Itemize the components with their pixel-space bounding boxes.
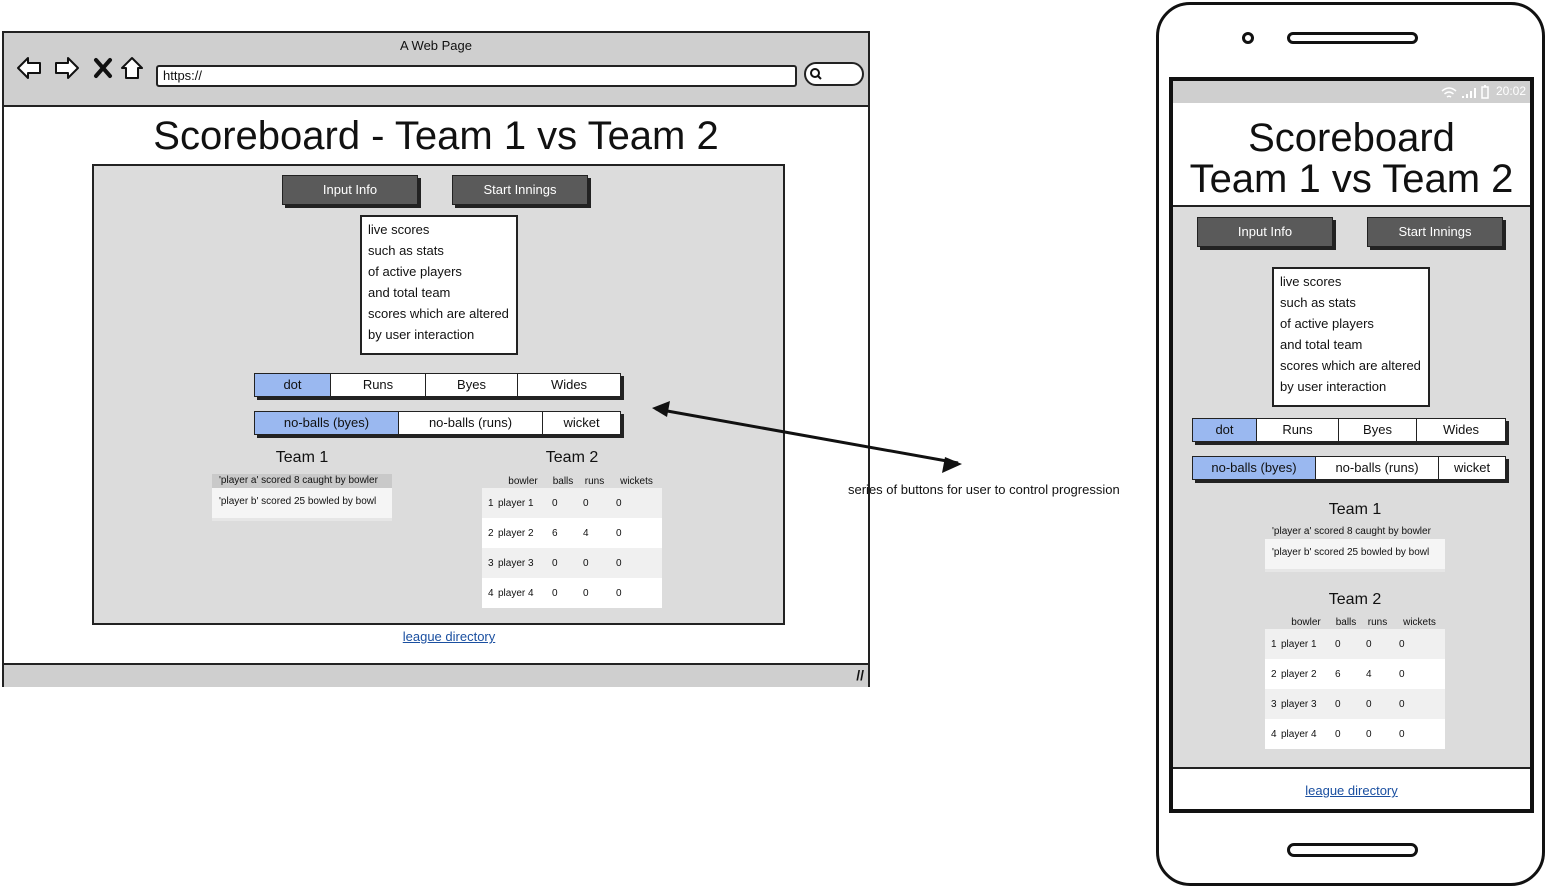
mobile-scoreboard-panel: Input Info Start Innings live scores suc…	[1173, 205, 1530, 769]
dot-button[interactable]: dot	[1193, 419, 1257, 441]
note-line: live scores	[368, 222, 430, 237]
search-button[interactable]	[804, 62, 864, 86]
team1-heading: Team 1	[275, 449, 329, 466]
mobile-ball-outcome-row-2: no-balls (byes) no-balls (runs) wicket	[1192, 456, 1506, 480]
scoreboard-panel: Input Info Start Innings live scores suc…	[92, 164, 785, 625]
mobile-team2-bowling-table: bowler balls runs wickets 1 player 1 0 0…	[1265, 615, 1445, 749]
ball-outcome-row-1: dot Runs Byes Wides	[254, 373, 621, 397]
table-row: 3 player 3 0 0 0	[1265, 689, 1445, 719]
note-line: and total team	[1280, 337, 1363, 352]
list-item: 'player a' scored 8 caught by bowler	[212, 474, 392, 488]
search-icon	[810, 68, 822, 80]
mobile-team1-batting-list: 'player a' scored 8 caught by bowler 'pl…	[1265, 525, 1445, 572]
table-row: 1 player 1 0 0 0	[482, 488, 662, 518]
mobile-page-title-line2: Team 1 vs Team 2	[1189, 157, 1514, 201]
note-line: live scores	[1280, 274, 1342, 289]
mobile-input-info-button[interactable]: Input Info	[1197, 217, 1333, 247]
no-balls-byes-button[interactable]: no-balls (byes)	[255, 412, 399, 434]
note-line: such as stats	[1280, 295, 1356, 310]
runs-button[interactable]: Runs	[1257, 419, 1339, 441]
mobile-ball-outcome-row-1: dot Runs Byes Wides	[1192, 418, 1506, 442]
note-line: of active players	[1280, 316, 1374, 331]
home-button[interactable]	[1287, 843, 1418, 857]
mobile-live-scores-notes: live scores such as stats of active play…	[1272, 267, 1430, 407]
back-arrow-icon[interactable]	[16, 55, 42, 81]
no-balls-runs-button[interactable]: no-balls (runs)	[1316, 457, 1439, 479]
no-balls-byes-button[interactable]: no-balls (byes)	[1193, 457, 1316, 479]
table-row: 4 player 4 0 0 0	[1265, 719, 1445, 749]
list-item: 'player b' scored 25 bowled by bowl	[1265, 539, 1445, 572]
signal-icon	[1462, 88, 1476, 98]
phone-screen: 20:02 Scoreboard Team 1 vs Team 2 Input …	[1169, 77, 1534, 813]
mobile-team2-heading: Team 2	[1328, 591, 1382, 608]
mobile-page-title-line1: Scoreboard	[1248, 116, 1455, 160]
league-directory-link[interactable]: league directory	[402, 629, 496, 644]
note-line: by user interaction	[1280, 379, 1387, 394]
byes-button[interactable]: Byes	[1339, 419, 1417, 441]
runs-button[interactable]: Runs	[331, 374, 426, 396]
note-line: scores which are altered	[368, 306, 509, 321]
forward-arrow-icon[interactable]	[54, 55, 80, 81]
note-line: scores which are altered	[1280, 358, 1421, 373]
start-innings-button[interactable]: Start Innings	[452, 175, 588, 205]
dot-button[interactable]: dot	[255, 374, 331, 396]
wicket-button[interactable]: wicket	[1453, 460, 1491, 475]
list-item: 'player a' scored 8 caught by bowler	[1265, 525, 1445, 539]
speaker-icon	[1287, 32, 1418, 44]
table-header: bowler balls runs wickets	[1265, 615, 1445, 629]
byes-button[interactable]: Byes	[426, 374, 518, 396]
live-scores-notes: live scores such as stats of active play…	[360, 215, 518, 355]
team2-bowling-table: bowler balls runs wickets 1 player 1 0 0…	[482, 474, 662, 608]
annotation-text: series of buttons for user to control pr…	[848, 482, 1120, 497]
wicket-button[interactable]: wicket	[563, 415, 600, 430]
page-title: Scoreboard - Team 1 vs Team 2	[153, 114, 719, 158]
browser-window: A Web Page https:// Scoreboard - Team 1 …	[2, 31, 870, 687]
wides-button[interactable]: Wides	[1442, 422, 1480, 437]
table-row: 3 player 3 0 0 0	[482, 548, 662, 578]
battery-icon	[1481, 85, 1489, 99]
team1-batting-list: 'player a' scored 8 caught by bowler 'pl…	[212, 474, 392, 521]
note-line: such as stats	[368, 243, 444, 258]
table-header: bowler balls runs wickets	[482, 474, 662, 488]
note-line: of active players	[368, 264, 462, 279]
table-row: 2 player 2 6 4 0	[482, 518, 662, 548]
url-input[interactable]: https://	[156, 65, 797, 87]
browser-status-bar: //	[4, 663, 868, 687]
phone-status-bar: 20:02	[1173, 81, 1530, 103]
note-line: and total team	[368, 285, 451, 300]
ball-outcome-row-2: no-balls (byes) no-balls (runs) wicket	[254, 411, 621, 435]
mobile-league-directory-link[interactable]: league directory	[1305, 783, 1398, 798]
close-x-icon[interactable]	[90, 55, 116, 81]
list-item: 'player b' scored 25 bowled by bowl	[212, 488, 392, 521]
no-balls-runs-button[interactable]: no-balls (runs)	[399, 412, 543, 434]
home-icon[interactable]	[119, 55, 145, 81]
note-line: by user interaction	[368, 327, 475, 342]
double-arrow-icon	[652, 401, 962, 473]
table-row: 2 player 2 6 4 0	[1265, 659, 1445, 689]
table-row: 1 player 1 0 0 0	[1265, 629, 1445, 659]
mobile-start-innings-button[interactable]: Start Innings	[1367, 217, 1503, 247]
wifi-icon	[1441, 87, 1457, 98]
table-row: 4 player 4 0 0 0	[482, 578, 662, 608]
resize-grip-icon[interactable]: //	[856, 667, 864, 683]
status-time: 20:02	[1495, 84, 1526, 98]
camera-icon	[1242, 32, 1254, 44]
team2-heading: Team 2	[545, 449, 599, 466]
mobile-team1-heading: Team 1	[1328, 501, 1382, 518]
browser-toolbar: A Web Page https://	[4, 33, 868, 107]
wides-button[interactable]: Wides	[550, 377, 588, 392]
window-title: A Web Page	[399, 38, 473, 53]
input-info-button[interactable]: Input Info	[282, 175, 418, 205]
